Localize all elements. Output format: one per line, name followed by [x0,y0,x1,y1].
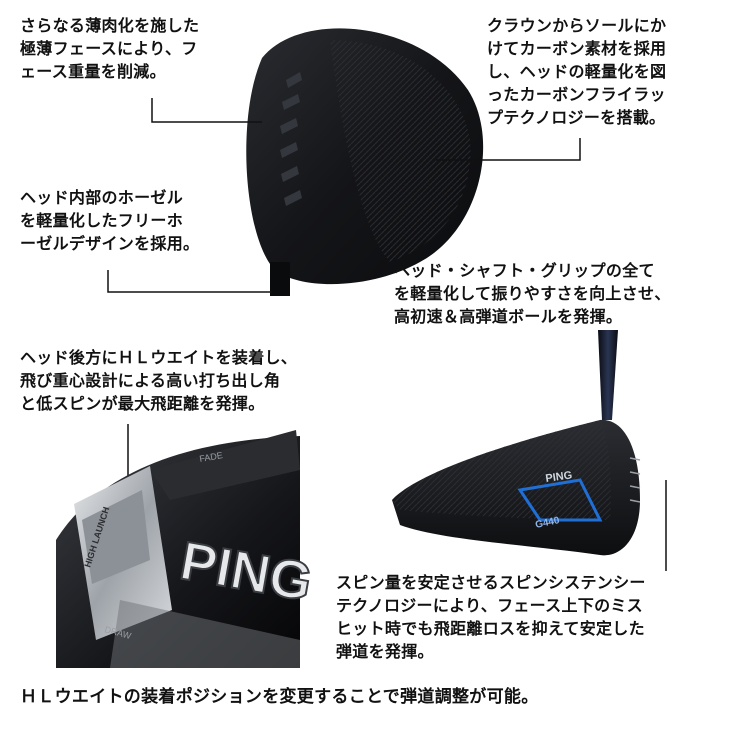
callout-carbon-crown: クラウンからソールにか けてカーボン素材を採用 し、ヘッドの軽量化を図 ったカー… [487,16,667,127]
weight-label-fade: FADE [199,450,224,464]
driver-head-top-view [246,28,484,296]
sole-weight-closeup: HIGH LAUNCH FADE DRAW PING [56,430,317,668]
callout-free-hosel: ヘッド内部のホーゼル を軽量化したフリーホ ーゼルデザインを採用。 [20,188,200,253]
callout-hl-weight: ヘッド後方にＨＬウエイトを装着し、 飛び重心設計による高い打ち出し角 と低スピン… [20,348,298,413]
callout-spin-system: スピン量を安定させるスピンシステンシー テクノロジーにより、フェース上下のミス … [336,573,646,661]
model-badge: G440 [534,515,561,531]
callout-lightweight: ヘッド・シャフト・グリップの全て を軽量化して振りやすさを向上させ、 高初速＆高… [394,261,671,326]
side-brand-logo: PING [545,469,573,485]
callout-lines [107,98,667,571]
callout-thin-face: さらなる薄肉化を施した 極薄フェースにより、フ ェース重量を削減。 [20,16,200,81]
driver-side-view: PING G440 [392,330,641,556]
footer-note: ＨＬウエイトの装着ポジションを変更することで弾道調整が可能。 [20,687,539,707]
